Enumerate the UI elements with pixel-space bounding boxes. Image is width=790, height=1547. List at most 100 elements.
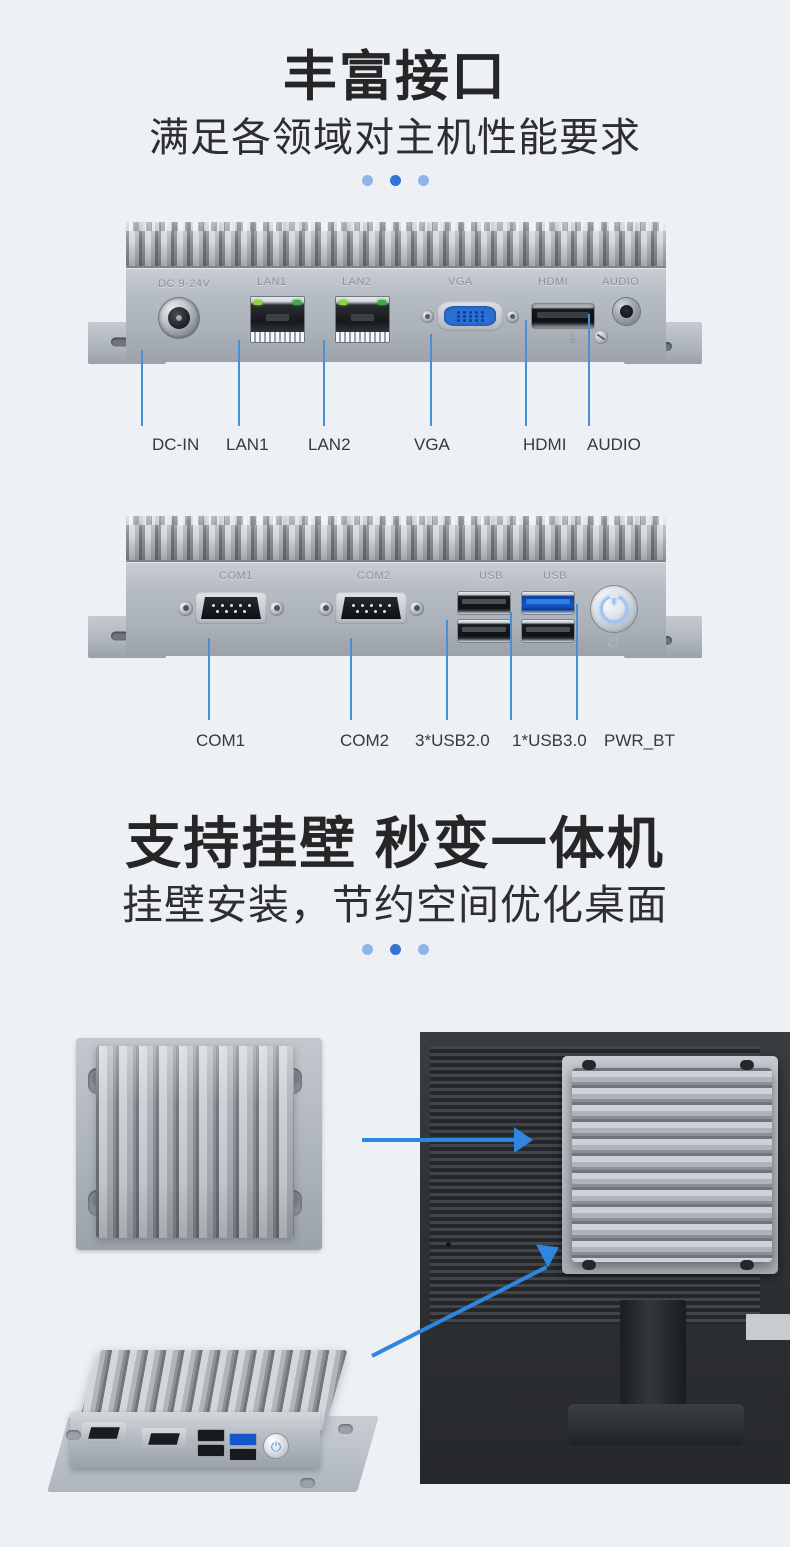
callout-label-lan1: LAN1: [226, 435, 269, 454]
lan1-port: [250, 296, 305, 343]
monitor-stand-base: [568, 1404, 744, 1446]
silk-usb-right: USB: [543, 570, 568, 582]
dot-left: [361, 175, 373, 187]
page-title: 丰富接口: [283, 47, 507, 107]
dc-in-port: [159, 298, 199, 338]
wallmount-section-header: 支持挂壁 秒变一体机 挂壁安装，节约空间优化桌面: [0, 812, 790, 955]
silk-hdmi: HDMI: [538, 276, 569, 288]
dot-right-2: [417, 943, 429, 955]
perspective-usb-br: [230, 1449, 256, 1460]
monitor-rear-photo: [420, 1032, 790, 1484]
callout-line-hdmi: [525, 320, 527, 426]
monitor-stand-neck: [620, 1300, 686, 1408]
lan2-port: [335, 296, 390, 343]
callout-line-pwr: [576, 604, 578, 720]
power-led-icon: ⏻: [607, 634, 619, 651]
silk-com2: COM2: [357, 570, 391, 582]
callout-label-audio: AUDIO: [587, 435, 641, 454]
perspective-mount-hole-front: [300, 1478, 315, 1488]
com1-screw-right: [269, 600, 284, 616]
perspective-power-button[interactable]: ⏻: [264, 1434, 288, 1458]
dot-left-2: [361, 943, 373, 955]
callout-label-lan2: LAN2: [308, 435, 351, 454]
arrow-line-upper: [362, 1138, 516, 1142]
perspective-usb3: [230, 1434, 256, 1445]
dot-right: [417, 175, 429, 187]
power-icon: [599, 594, 629, 624]
interfaces-section-header: 丰富接口 满足各领域对主机性能要求: [0, 46, 790, 187]
silk-vga: VGA: [448, 276, 473, 288]
callout-label-hdmi: HDMI: [523, 435, 567, 454]
callout-label-com1: COM1: [196, 731, 246, 750]
arrow-head-upper: [514, 1127, 533, 1153]
callout-line-lan1: [238, 340, 240, 426]
heatsink-fins: [126, 222, 666, 266]
minipc-topview-photo: [68, 1032, 328, 1254]
minipc-heatsink-top: [96, 1046, 294, 1238]
decorative-dots-2: [0, 943, 790, 955]
heatsink-fins-2: [126, 516, 666, 560]
chassis-screw: [594, 330, 608, 344]
callout-line-usb3: [510, 612, 512, 720]
page-subtitle: 满足各领域对主机性能要求: [149, 116, 641, 161]
callout-label-com2: COM2: [340, 731, 390, 750]
callout-label-vga: VGA: [414, 435, 450, 454]
monitor-screw-hole: [446, 1242, 451, 1247]
perspective-mount-hole-left: [66, 1430, 81, 1440]
front-faceplate: COM1 COM2 USB USB: [126, 560, 666, 656]
audio-jack: [613, 298, 640, 325]
perspective-mount-hole-right: [338, 1424, 353, 1434]
callout-line-com1: [208, 638, 210, 720]
dot-center-2: [389, 943, 401, 955]
silk-audio: AUDIO: [602, 276, 640, 288]
com1-screw-left: [178, 600, 193, 616]
usb2-port-top-left: [458, 592, 510, 614]
callout-label-dc-in: DC-IN: [152, 435, 200, 454]
perspective-front-panel: ⏻: [70, 1412, 320, 1468]
silk-usb-left: USB: [479, 570, 504, 582]
callout-label-pwr-bt: PWR_BT: [604, 731, 675, 750]
mount-screw-br: [740, 1260, 754, 1270]
silk-com1: COM1: [219, 570, 253, 582]
vga-screw-left: [421, 309, 434, 323]
com2-screw-left: [318, 600, 333, 616]
silk-lan2: LAN2: [342, 276, 372, 288]
power-button[interactable]: [591, 586, 637, 632]
callout-line-lan2: [323, 340, 325, 426]
rear-io-panel-photo: DC 9-24V LAN1 LAN2 VGA HDMI AUDIO: [88, 222, 702, 426]
io-faceplate: DC 9-24V LAN1 LAN2 VGA HDMI AUDIO: [126, 266, 666, 362]
usb2-port-bottom-right: [522, 620, 574, 642]
perspective-com1: [82, 1422, 126, 1444]
callout-line-usb2: [446, 620, 448, 720]
mount-screw-bl: [582, 1260, 596, 1270]
perspective-usb-tl: [198, 1430, 224, 1441]
callout-line-vga: [430, 334, 432, 426]
perspective-usb-bl: [198, 1445, 224, 1456]
usb3-port-top-right: [522, 592, 574, 614]
vga-port: [421, 301, 519, 331]
callout-line-com2: [350, 638, 352, 720]
wallmount-title: 支持挂壁 秒变一体机: [125, 812, 665, 875]
dot-center: [389, 175, 401, 187]
silk-lan1: LAN1: [257, 276, 287, 288]
silk-dc: DC 9-24V: [158, 278, 211, 290]
mounted-minipc: [572, 1068, 772, 1262]
callout-line-audio: [588, 314, 590, 426]
callout-label-usb2: 3*USB2.0: [415, 731, 490, 750]
mount-screw-tl: [582, 1060, 596, 1070]
minipc-perspective-photo: ⏻: [48, 1338, 388, 1528]
vga-screw-right: [506, 309, 519, 323]
front-io-panel-photo: COM1 COM2 USB USB: [88, 516, 702, 720]
com2-screw-right: [409, 600, 424, 616]
monitor-spec-label: [746, 1314, 790, 1340]
callout-line-dc: [141, 350, 143, 426]
mount-screw-tr: [740, 1060, 754, 1070]
com1-port: [178, 592, 284, 624]
hdmi-port: [532, 304, 594, 328]
decorative-dots-1: [0, 175, 790, 187]
com2-port: [318, 592, 424, 624]
ground-icon: ⏚: [566, 331, 580, 346]
callout-label-usb3: 1*USB3.0: [512, 731, 587, 750]
usb2-port-bottom-left: [458, 620, 510, 642]
